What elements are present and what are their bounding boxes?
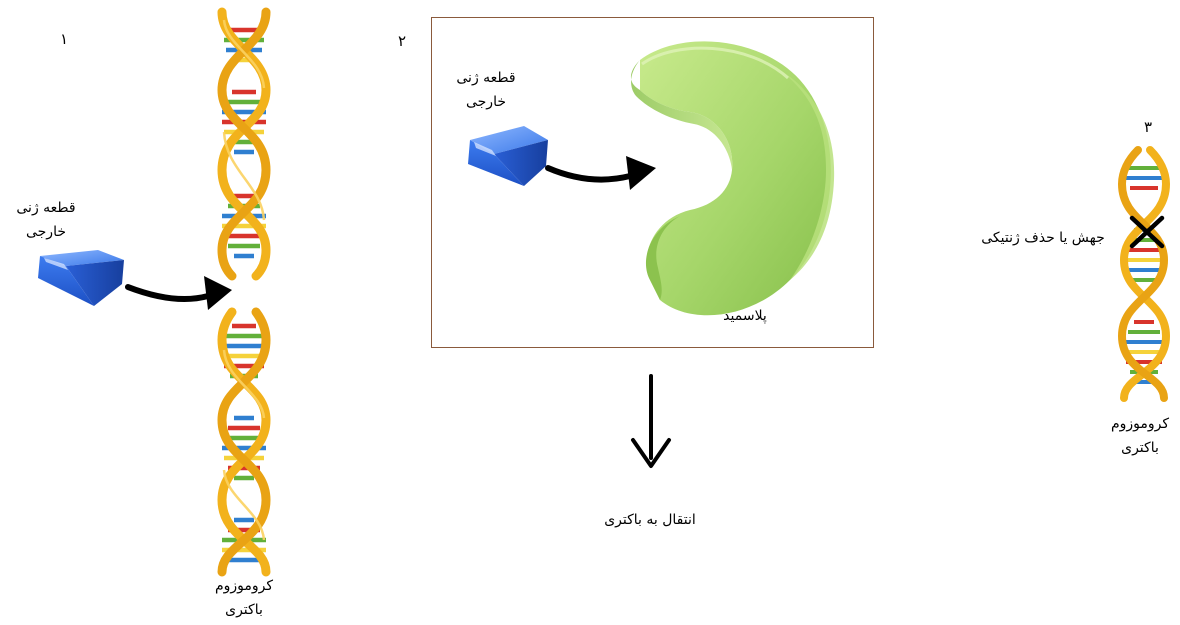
panel2-insert-arrow-icon — [545, 156, 656, 190]
panel1-dna-helix-bottom-icon — [217, 307, 271, 577]
panel2-gene-block-icon — [468, 126, 548, 186]
step-number-2: ۲ — [398, 32, 407, 50]
transfer-arrow-icon — [631, 374, 671, 468]
panel1-chromosome-label-line1: کروموزوم — [214, 578, 274, 594]
plasmid-icon — [630, 41, 835, 316]
panel1-gene-label-line2: خارجی — [25, 224, 66, 240]
mutation-label: جهش یا حذف ژنتیکی — [981, 230, 1105, 246]
panel3-chromosome-label-line1: کروموزوم — [1110, 416, 1170, 432]
panel2-gene-label-line2: خارجی — [465, 94, 506, 110]
step-number-1: ۱ — [60, 30, 69, 48]
panel1-chromosome-label: کروموزوم باکتری — [196, 574, 292, 622]
panel3-dna-helix-icon — [1117, 146, 1171, 402]
panel2-gene-label-line1: قطعه ژنی — [456, 70, 516, 86]
transfer-to-bacteria-label: انتقال به باکتری — [604, 512, 696, 528]
panel1-gene-label: قطعه ژنی خارجی — [0, 196, 92, 244]
panel1-gene-label-line1: قطعه ژنی — [16, 200, 76, 216]
panel2-gene-label: قطعه ژنی خارجی — [438, 66, 534, 114]
mutation-cross-icon — [1129, 215, 1165, 249]
panel1-chromosome-label-line2: باکتری — [225, 602, 263, 618]
panel1-dna-helix-top-icon — [217, 7, 271, 281]
panel3-chromosome-label: کروموزوم باکتری — [1100, 412, 1180, 460]
panel1-gene-block-icon — [38, 250, 124, 306]
step-number-3: ۳ — [1144, 118, 1153, 136]
plasmid-panel-frame — [431, 17, 874, 348]
panel3-chromosome-label-line2: باکتری — [1121, 440, 1159, 456]
plasmid-label: پلاسمید — [723, 308, 767, 324]
panel1-insert-arrow-icon — [125, 276, 232, 310]
